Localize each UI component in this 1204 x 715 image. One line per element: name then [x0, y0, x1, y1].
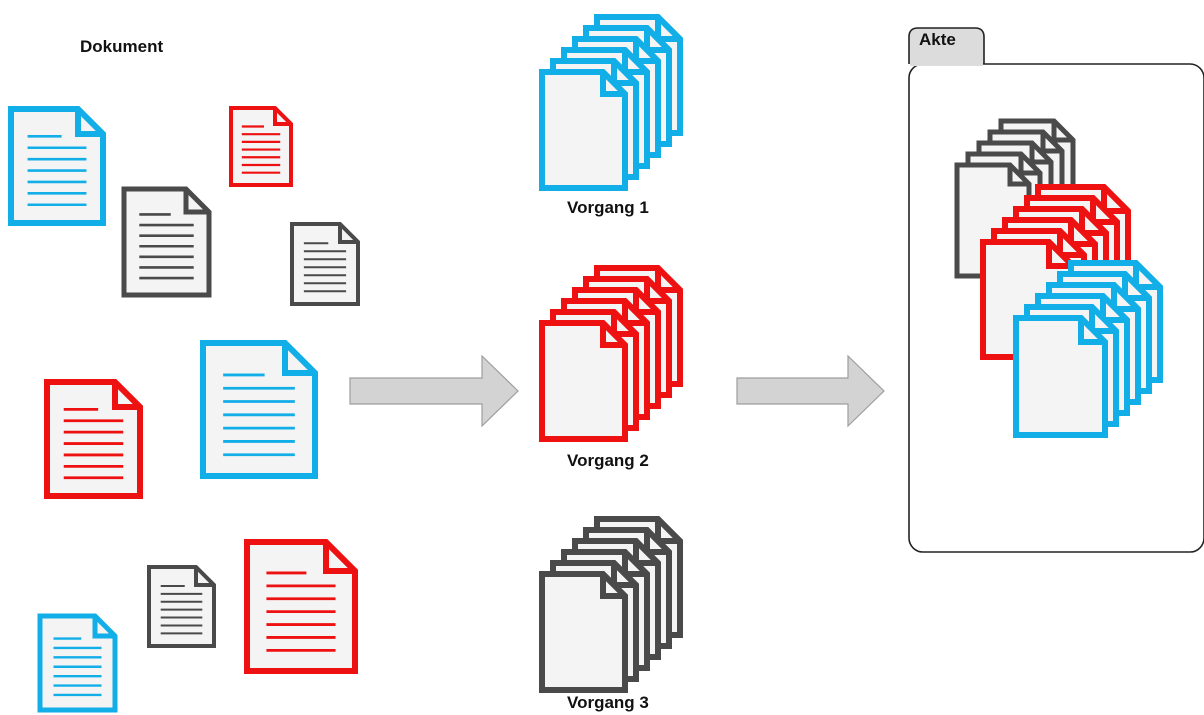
document-stack-icon	[1013, 260, 1163, 438]
stack-page	[539, 69, 628, 191]
stack-page	[539, 320, 628, 442]
document-stack-icon	[539, 516, 683, 693]
vorgang-2-label: Vorgang 2	[567, 451, 649, 470]
text-document-icon	[200, 340, 318, 479]
text-document-icon	[44, 379, 143, 499]
stack-page	[1013, 315, 1108, 438]
right-arrow-icon	[349, 354, 519, 428]
document-stack-icon	[539, 14, 683, 191]
akte-label: Akte	[919, 30, 956, 49]
text-document-icon	[290, 222, 360, 306]
stack-page	[539, 571, 628, 693]
text-document-icon	[8, 106, 106, 226]
text-document-icon	[37, 613, 118, 713]
text-document-icon	[147, 565, 216, 648]
vorgang-1-label: Vorgang 1	[567, 198, 649, 217]
vorgang-3-stack	[539, 516, 683, 693]
text-document-icon	[229, 106, 293, 187]
dokument-label: Dokument	[80, 37, 164, 56]
text-document-icon	[121, 186, 212, 298]
text-document-icon	[244, 539, 358, 674]
vorgang-2-stack	[539, 265, 683, 442]
right-arrow-icon	[736, 354, 885, 428]
document-stack-icon	[539, 265, 683, 442]
akte-stacks	[954, 118, 1163, 438]
loose-documents	[8, 106, 360, 713]
vorgang-3-label: Vorgang 3	[567, 693, 649, 712]
vorgang-1-stack	[539, 14, 683, 191]
